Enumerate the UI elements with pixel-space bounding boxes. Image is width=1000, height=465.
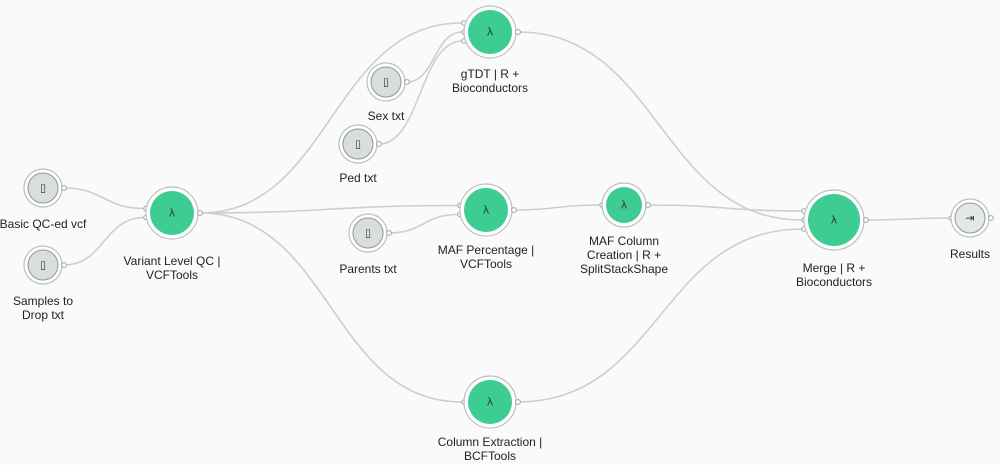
output-icon: ⇥	[965, 212, 974, 225]
edge-ped_txt-to-gtdt	[378, 40, 463, 145]
edge-variant_level_qc-to-gtdt	[199, 22, 463, 214]
node-label-line: Creation | R +	[587, 248, 661, 262]
edge-maf_percentage-to-maf_column_creation	[513, 204, 601, 211]
file-icon: ▯	[40, 182, 46, 195]
output-port[interactable]	[511, 207, 517, 213]
node-label-line: Results	[950, 247, 990, 261]
node-label-line: Ped txt	[339, 171, 377, 185]
node-label-line: MAF Percentage |	[438, 243, 535, 257]
node-label-line: Bioconductors	[452, 81, 528, 95]
tool-node-core[interactable]	[150, 191, 194, 235]
file-icon: ▯	[40, 259, 46, 272]
edge-maf_column_creation-to-merge	[647, 204, 803, 212]
edge-column_extraction-to-merge	[517, 228, 803, 403]
node-label: Merge | R +Bioconductors	[796, 261, 872, 289]
lambda-icon: λ	[483, 204, 490, 217]
node-label: Basic QC-ed vcf	[0, 217, 87, 231]
node-label-line: Parents txt	[339, 262, 397, 276]
edge-parents_txt-to-maf_percentage	[388, 213, 459, 234]
edge-merge-to-results	[865, 217, 950, 221]
node-label-line: BCFTools	[464, 449, 516, 463]
lambda-icon: λ	[169, 207, 176, 220]
tool-node-core[interactable]	[808, 194, 860, 246]
lambda-icon: λ	[831, 214, 838, 227]
node-label: Parents txt	[339, 262, 397, 276]
input-node-core[interactable]	[370, 66, 402, 98]
node-label: Variant Level QC |VCFTools	[124, 254, 221, 282]
edge-gtdt-to-merge	[517, 31, 803, 221]
node-label: gTDT | R +Bioconductors	[452, 67, 528, 95]
output-port[interactable]	[61, 185, 67, 191]
output-port[interactable]	[197, 210, 203, 216]
output-port[interactable]	[988, 215, 994, 221]
node-label-line: VCFTools	[146, 268, 198, 282]
node-label-line: gTDT | R +	[461, 67, 520, 81]
output-node-core[interactable]	[954, 202, 986, 234]
node-label-line: Drop txt	[22, 308, 65, 322]
node-label-line: Merge | R +	[803, 261, 866, 275]
file-icon: ▯	[365, 227, 371, 240]
output-port[interactable]	[61, 262, 67, 268]
input-node-core[interactable]	[27, 172, 59, 204]
node-label-line: Samples to	[13, 294, 73, 308]
file-icon: ▯	[355, 138, 361, 151]
node-label: Results	[950, 247, 990, 261]
edge-variant_level_qc-to-column_extraction	[199, 212, 463, 403]
output-port[interactable]	[404, 79, 410, 85]
output-port[interactable]	[386, 230, 392, 236]
node-results[interactable]: ⇥ Results	[950, 198, 994, 261]
lambda-icon: λ	[487, 26, 494, 39]
node-gtdt[interactable]: λ gTDT | R +Bioconductors	[452, 5, 528, 95]
edge-basic_qc_vcf-to-variant_level_qc	[63, 187, 145, 210]
node-label: Ped txt	[339, 171, 377, 185]
input-node-core[interactable]	[352, 217, 384, 249]
node-label-line: Sex txt	[368, 109, 405, 123]
node-label-line: Variant Level QC |	[124, 254, 221, 268]
edge-samples_to_drop-to-variant_level_qc	[63, 216, 145, 266]
node-label: Column Extraction |BCFTools	[438, 435, 543, 463]
node-parents-txt[interactable]: ▯ Parents txt	[339, 213, 397, 276]
node-label-line: MAF Column	[589, 234, 659, 248]
tool-node-core[interactable]	[468, 10, 512, 54]
tool-node-core[interactable]	[468, 380, 512, 424]
node-label: Sex txt	[368, 109, 405, 123]
node-label: MAF Percentage |VCFTools	[438, 243, 535, 271]
node-label-line: Column Extraction |	[438, 435, 543, 449]
edge-sex_txt-to-gtdt	[406, 31, 463, 83]
node-label-line: Basic QC-ed vcf	[0, 217, 87, 231]
node-ped-txt[interactable]: ▯ Ped txt	[338, 124, 382, 185]
output-port[interactable]	[515, 399, 521, 405]
tool-node-core[interactable]	[606, 187, 642, 223]
output-port[interactable]	[645, 202, 651, 208]
lambda-icon: λ	[621, 199, 628, 212]
node-label-line: SplitStackShape	[580, 262, 668, 276]
edge-variant_level_qc-to-maf_percentage	[199, 204, 459, 214]
node-basic-qc-vcf[interactable]: ▯ Basic QC-ed vcf	[0, 168, 87, 231]
node-label-line: VCFTools	[460, 257, 512, 271]
output-port[interactable]	[863, 217, 869, 223]
output-port[interactable]	[376, 141, 382, 147]
input-node-core[interactable]	[27, 249, 59, 281]
node-label-line: Bioconductors	[796, 275, 872, 289]
file-icon: ▯	[383, 76, 389, 89]
node-sex-txt[interactable]: ▯ Sex txt	[366, 62, 410, 123]
edge-layer	[63, 20, 954, 405]
tool-node-core[interactable]	[464, 188, 508, 232]
lambda-icon: λ	[487, 396, 494, 409]
input-node-core[interactable]	[342, 128, 374, 160]
output-port[interactable]	[515, 29, 521, 35]
